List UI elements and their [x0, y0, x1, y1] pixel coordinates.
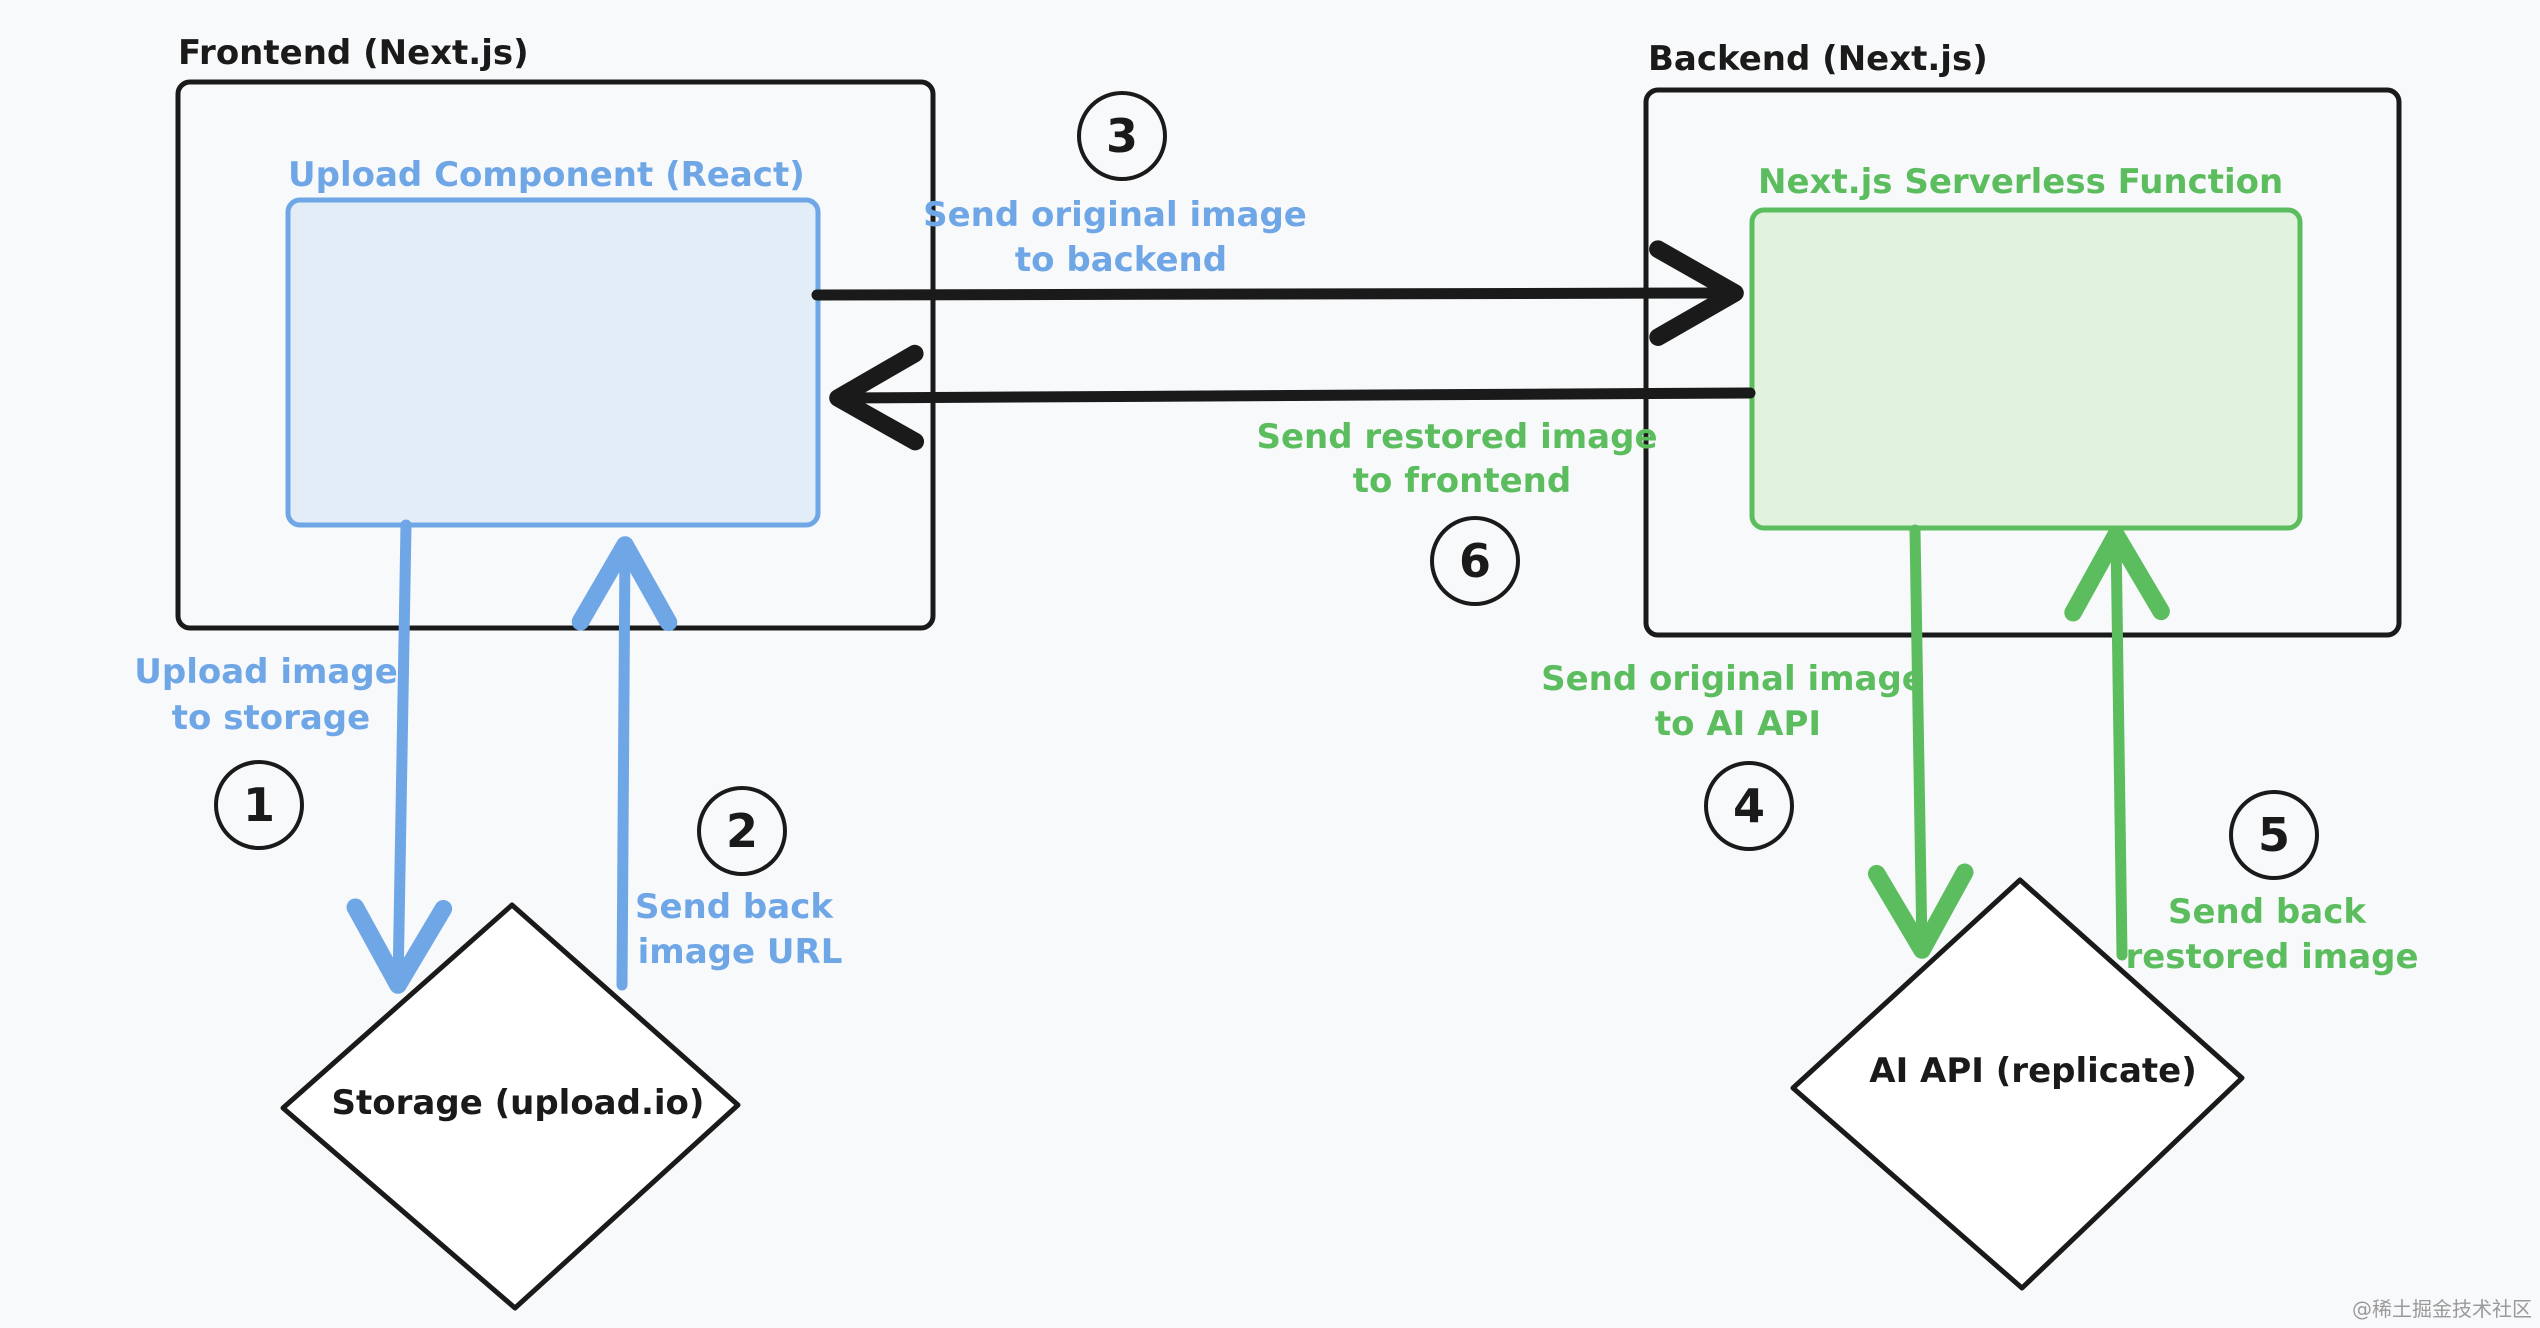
arrow-step-2	[571, 536, 678, 991]
step-2-number: 2	[726, 804, 758, 858]
step-2-line-1: Send back	[635, 887, 834, 927]
frontend-container	[175, 79, 936, 631]
arrow-step-3	[811, 240, 1744, 346]
backend-title: Backend (Next.js)	[1648, 39, 1988, 79]
arrow-step-6	[829, 344, 1756, 451]
ai-api-label: AI API (replicate)	[1869, 1051, 2196, 1091]
step-4: Send original image to AI API 4	[1541, 659, 1925, 851]
storage-diamond	[280, 902, 741, 1311]
step-5: 5 Send back restored image	[2125, 790, 2419, 977]
arrow-step-4	[1867, 524, 1974, 959]
frontend-title: Frontend (Next.js)	[178, 33, 529, 73]
upload-component-label: Upload Component (React)	[288, 155, 805, 195]
step-2-line-2: image URL	[638, 932, 843, 972]
step-4-number: 4	[1733, 779, 1765, 833]
step-3-circle	[1077, 91, 1167, 181]
step-3-line-1: Send original image	[923, 195, 1307, 235]
step-3-number: 3	[1106, 109, 1138, 163]
step-6-circle	[1430, 516, 1520, 606]
backend-group: Backend (Next.js) Next.js Serverless Fun…	[1643, 39, 2402, 638]
upload-component-box	[285, 197, 821, 528]
step-3-line-2: to backend	[1015, 240, 1227, 280]
step-6: Send restored image to frontend 6	[1256, 417, 1658, 606]
step-5-circle	[2229, 790, 2319, 880]
step-5-number: 5	[2258, 808, 2290, 862]
step-1-number: 1	[243, 778, 275, 832]
step-5-line-1: Send back	[2168, 892, 2367, 932]
step-4-circle	[1704, 761, 1794, 851]
step-2-circle	[697, 786, 787, 876]
serverless-function-box	[1749, 207, 2303, 531]
watermark: @稀土掘金技术社区	[2352, 1297, 2532, 1321]
arrow-step-1	[346, 519, 453, 994]
step-6-line-2: to frontend	[1353, 461, 1571, 501]
step-2: 2 Send back image URL	[635, 786, 843, 972]
frontend-group: Frontend (Next.js) Upload Component (Rea…	[175, 33, 936, 631]
step-4-line-2: to AI API	[1655, 704, 1821, 744]
step-1-circle	[214, 760, 304, 850]
step-6-number: 6	[1459, 534, 1491, 588]
step-5-line-2: restored image	[2125, 937, 2418, 977]
step-1: Upload image to storage 1	[134, 652, 398, 850]
step-1-line-1: Upload image	[134, 652, 398, 692]
serverless-function-label: Next.js Serverless Function	[1758, 162, 2283, 202]
step-3: 3 Send original image to backend	[923, 91, 1307, 280]
step-6-line-1: Send restored image	[1256, 417, 1657, 457]
ai-api-node: AI API (replicate)	[1790, 877, 2245, 1291]
step-1-line-2: to storage	[172, 698, 370, 738]
backend-container	[1643, 87, 2402, 638]
storage-node: Storage (upload.io)	[280, 902, 741, 1311]
step-4-line-1: Send original image	[1541, 659, 1925, 699]
storage-label: Storage (upload.io)	[332, 1083, 705, 1123]
ai-api-diamond	[1790, 877, 2245, 1291]
arrow-step-5	[2064, 526, 2170, 961]
